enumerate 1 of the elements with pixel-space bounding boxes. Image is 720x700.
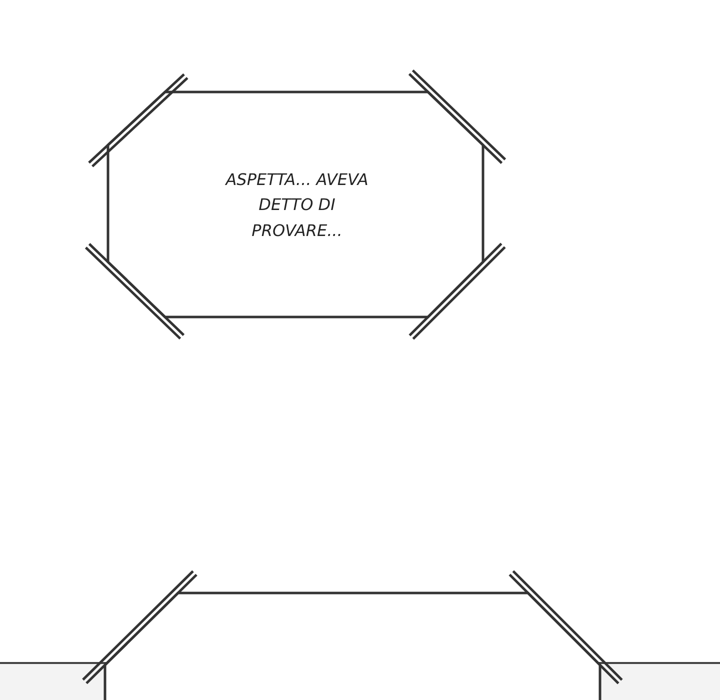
caption-text: ASPETTA... AVEVA DETTO DI PROVARE... [224, 168, 370, 242]
